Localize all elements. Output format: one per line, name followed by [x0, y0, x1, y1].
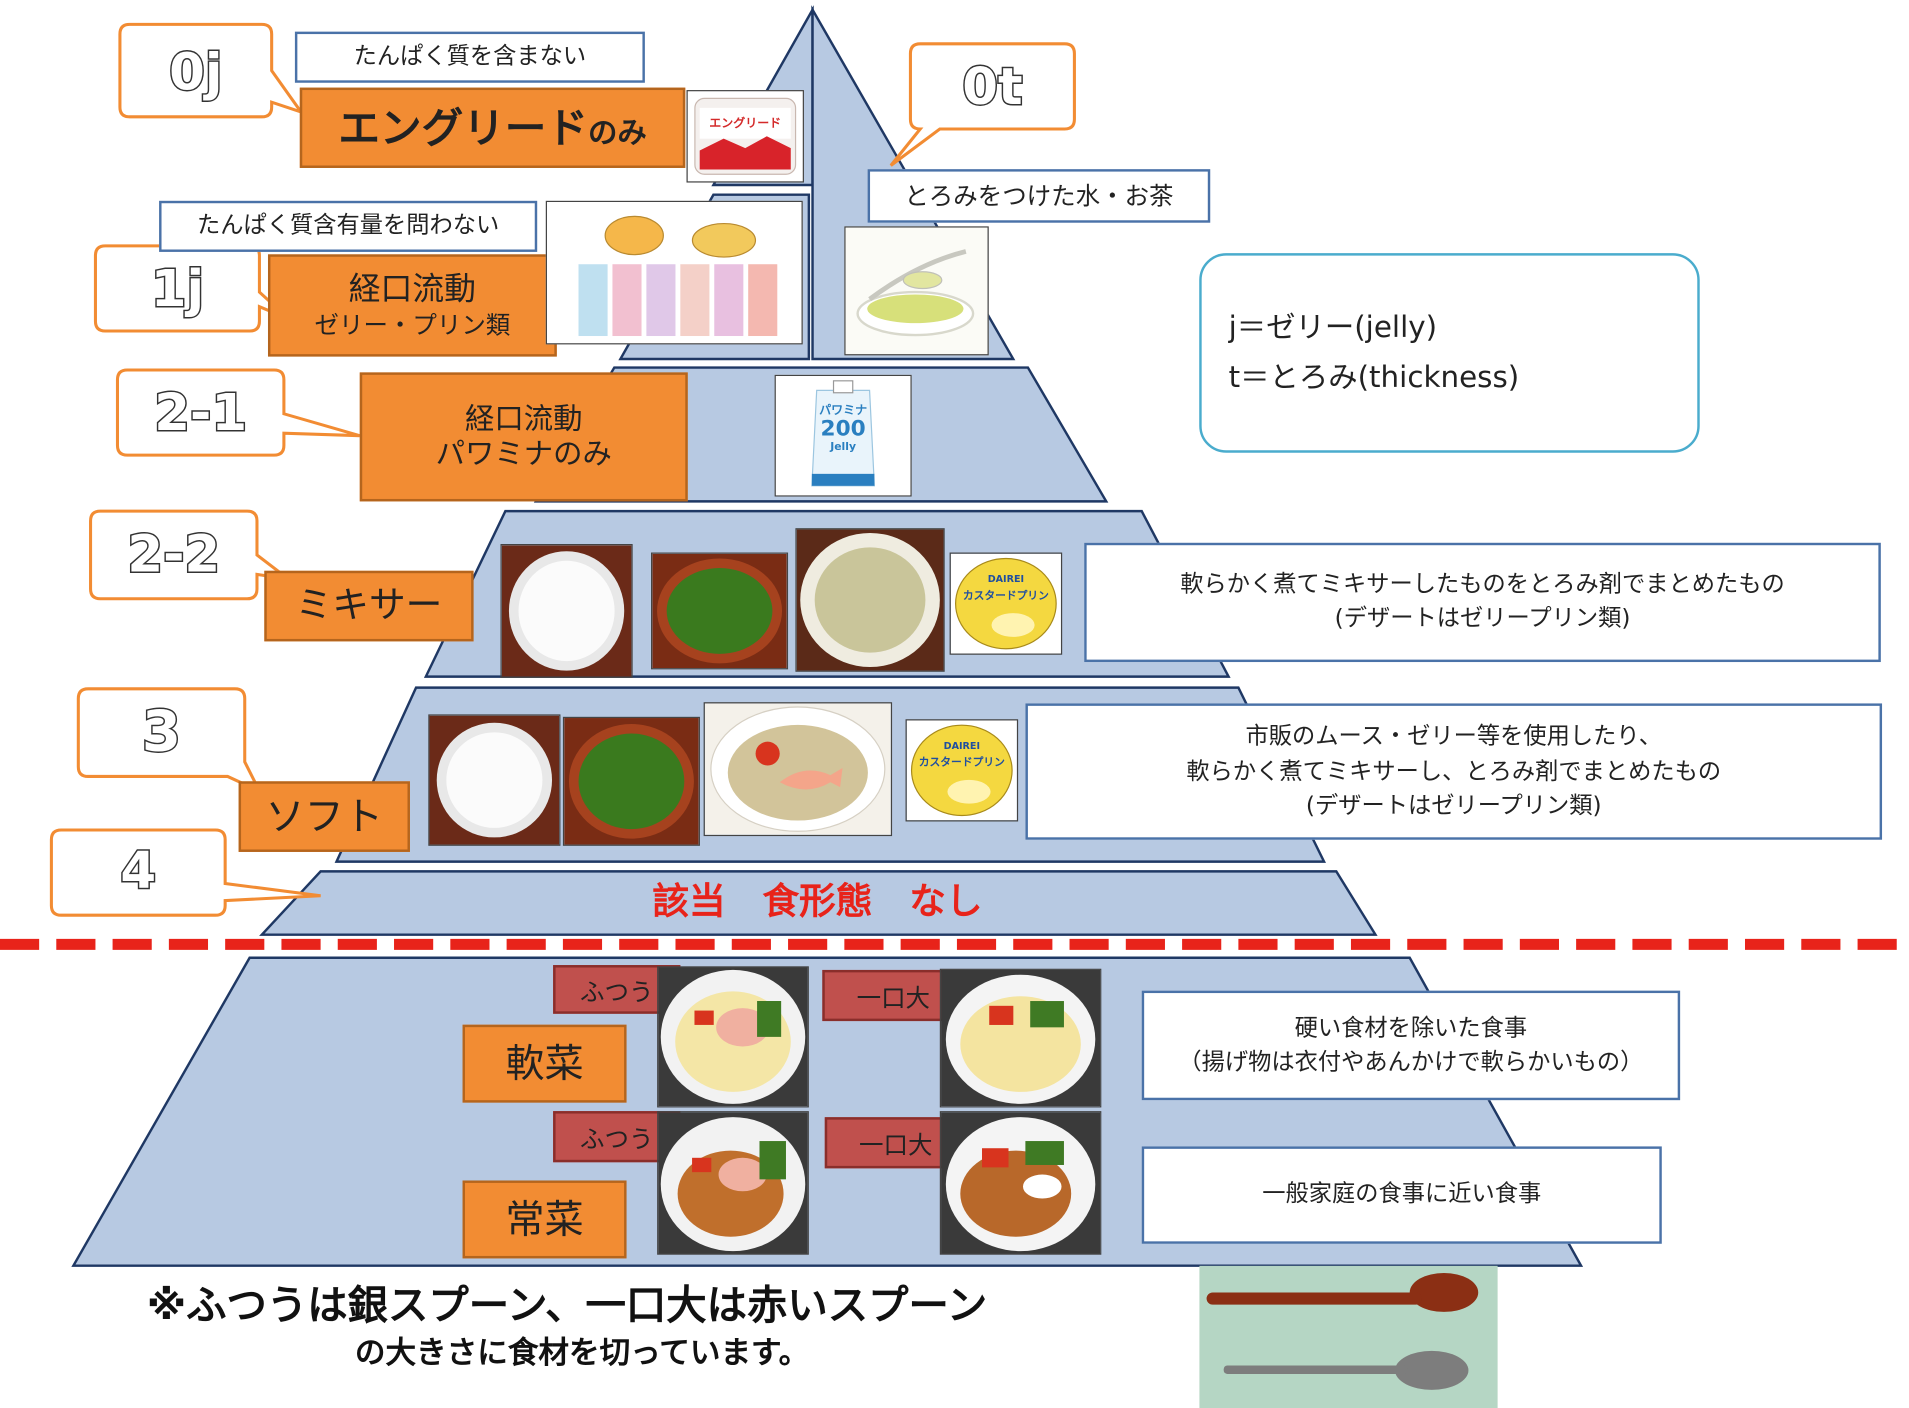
level-3-desc-line1: 市販のムース・ゼリー等を使用したり、: [1245, 723, 1662, 750]
thickened-tea-image: [844, 226, 989, 356]
soft-diet-name-box: 軟菜: [462, 1024, 627, 1103]
level-1j-note: たんぱく質含有量を問わない: [159, 200, 538, 252]
level-0t-note: とろみをつけた水・お茶: [867, 169, 1211, 223]
level-0j-name-box: エングリード のみ: [299, 87, 686, 168]
mixer-greens-image: [651, 552, 789, 670]
soft-diet-desc-line1: 硬い食材を除いた食事: [1294, 1014, 1528, 1042]
soft-diet-desc-line2: （揚げ物は衣付やあんかけで軟らかいもの）: [1178, 1049, 1644, 1076]
soft-diet-description: 硬い食材を除いた食事 （揚げ物は衣付やあんかけで軟らかいもの）: [1141, 990, 1681, 1101]
level-2-2-name-box: ミキサー: [264, 570, 474, 642]
callout-3: [76, 687, 263, 795]
engrid-product-image: エングリード: [686, 90, 804, 183]
powamina-label-1: パワミナ: [819, 403, 867, 417]
callout-4-code: 4: [120, 841, 156, 901]
soft-diet-normal-image: [657, 966, 809, 1108]
level-3-desc-line2: 軟らかく煮てミキサーし、とろみ剤でまとめたもの: [1186, 757, 1722, 785]
powamina-label-2: 200: [821, 417, 866, 442]
legend-jelly: j＝ゼリー(jelly): [1228, 310, 1438, 345]
level-2-1-name-line1: 経口流動: [465, 401, 583, 436]
custard-pudding-image-3: DAIREI カスタードプリン: [905, 719, 1019, 822]
level-1j-name-line1: 経口流動: [348, 271, 477, 309]
legend-box: j＝ゼリー(jelly) t＝とろみ(thickness): [1199, 253, 1700, 453]
pudding-name-2-2: カスタードプリン: [963, 589, 1049, 602]
callout-2-1-code: 2-1: [154, 383, 247, 443]
level-0j-note: たんぱく質を含まない: [294, 31, 645, 83]
level-3-desc-line3: (デザートはゼリープリン類): [1305, 792, 1602, 820]
level-0j-name-suffix: のみ: [587, 115, 647, 150]
regular-diet-description: 一般家庭の食事に近い食事: [1141, 1146, 1662, 1244]
callout-4: [49, 828, 321, 917]
spoon-footnote: ※ふつうは銀スプーン、一口大は赤いスプーン の大きさに食材を切っています。: [146, 1273, 1175, 1371]
level-2-2-description: 軟らかく煮てミキサーしたものをとろみ剤でまとめたもの (デザートはゼリープリン類…: [1084, 542, 1881, 663]
red-spoon: [1409, 1272, 1479, 1312]
level-1j-name-line2: ゼリー・プリン類: [314, 309, 511, 340]
level-2-1-name-box: 経口流動 パワミナのみ: [359, 372, 688, 502]
legend-thickness: t＝とろみ(thickness): [1228, 360, 1520, 395]
soft-porridge-image: [428, 714, 561, 846]
callout-0j-code: 0j: [169, 43, 222, 103]
pyramid-tier-4: [259, 870, 1378, 936]
pudding-name-3: カスタードプリン: [919, 756, 1005, 769]
callout-0j: [118, 22, 305, 119]
level-2-1-name-line2: パワミナのみ: [435, 436, 612, 471]
regular-diet-name-box: 常菜: [462, 1180, 627, 1259]
spoon-footnote-line2: の大きさに食材を切っています。: [354, 1335, 810, 1371]
powamina-product-image: パワミナ 200 Jelly: [774, 374, 912, 497]
level-2-2-desc-line1: 軟らかく煮てミキサーしたものをとろみ剤でまとめたもの: [1180, 571, 1785, 599]
callout-0t-code: 0t: [962, 57, 1022, 117]
powamina-label-3: Jelly: [829, 440, 856, 453]
level-0j-name: エングリード: [338, 104, 588, 154]
spoons-photo: [1199, 1265, 1498, 1408]
callout-0t: [889, 42, 1076, 167]
soft-fish-mousse-image: [703, 702, 893, 837]
level-3-description: 市販のムース・ゼリー等を使用したり、 軟らかく煮てミキサーし、とろみ剤でまとめた…: [1025, 703, 1883, 840]
callout-3-code: 3: [142, 700, 181, 765]
pudding-brand-3: DAIREI: [944, 741, 980, 752]
callout-1j-code: 1j: [151, 259, 204, 319]
level-3-name-box: ソフト: [238, 781, 410, 852]
regular-diet-bite-image: [939, 1111, 1102, 1255]
callout-2-2: [89, 509, 290, 601]
spoon-footnote-line1: ※ふつうは銀スプーン、一口大は赤いスプーン: [146, 1281, 988, 1329]
soft-diet-bite-image: [939, 968, 1102, 1108]
silver-spoon: [1395, 1350, 1469, 1390]
soft-greens-image: [562, 716, 700, 846]
callout-2-1: [115, 368, 361, 457]
pudding-brand-2-2: DAIREI: [988, 574, 1024, 585]
level-1j-name-box: 経口流動 ゼリー・プリン類: [267, 254, 557, 357]
mixer-soup-image: [795, 528, 945, 672]
callout-2-2-code: 2-2: [127, 524, 220, 584]
level-2-2-desc-line2: (デザートはゼリープリン類): [1334, 604, 1631, 632]
oral-liquid-products-image: [545, 200, 803, 345]
custard-pudding-image-2-2: DAIREI カスタードプリン: [949, 552, 1063, 655]
level-4-none-text: 該当 食形態 なし: [652, 880, 982, 923]
mixer-porridge-image: [500, 543, 633, 678]
regular-diet-normal-image: [657, 1111, 809, 1255]
engrid-label: エングリード: [709, 116, 781, 130]
